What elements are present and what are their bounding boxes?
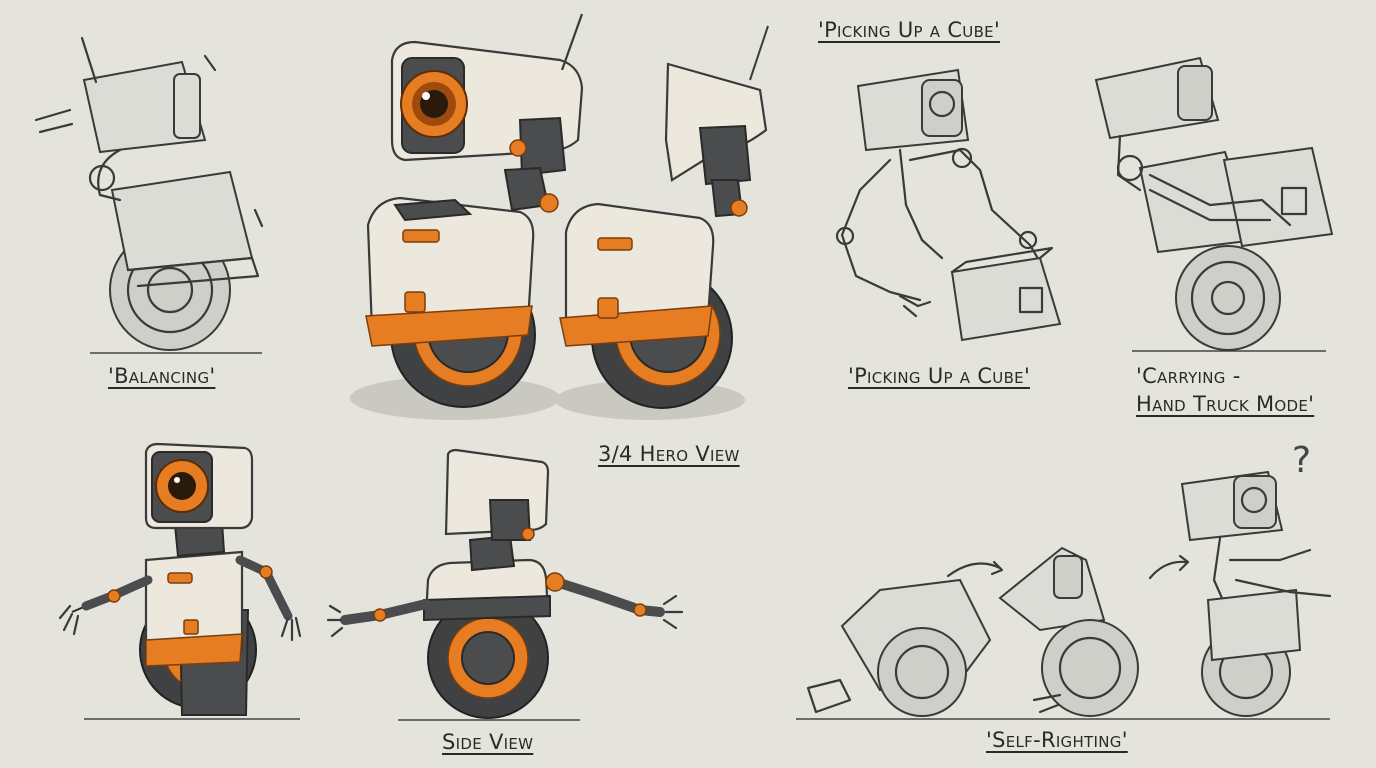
- self-righting-sketch: [796, 470, 1332, 720]
- hero-robot-back: [555, 25, 769, 420]
- caption-self-righting: 'Self-Righting': [986, 728, 1128, 752]
- picking-robot-sketch: [835, 68, 1062, 342]
- caption-carrying: 'Carrying - Hand Truck Mode': [1136, 362, 1314, 418]
- side-view-robot: [326, 448, 684, 721]
- caption-hero-view: 3/4 Hero View: [598, 442, 740, 466]
- question-mark: ?: [1292, 440, 1312, 481]
- hero-robot-front: [350, 13, 584, 420]
- caption-balancing: 'Balancing': [108, 364, 216, 388]
- carrying-robot-sketch: [1094, 56, 1334, 352]
- caption-picking-title: 'Picking Up a Cube': [818, 18, 1001, 42]
- caption-picking-up-cube: 'Picking Up a Cube': [848, 364, 1031, 388]
- caption-carrying-line2: Hand Truck Mode': [1136, 392, 1315, 416]
- balancing-robot-sketch: [34, 36, 264, 354]
- caption-carrying-line1: 'Carrying -: [1136, 364, 1241, 388]
- front-view-robot: [58, 442, 302, 720]
- caption-side-view: Side View: [442, 730, 534, 754]
